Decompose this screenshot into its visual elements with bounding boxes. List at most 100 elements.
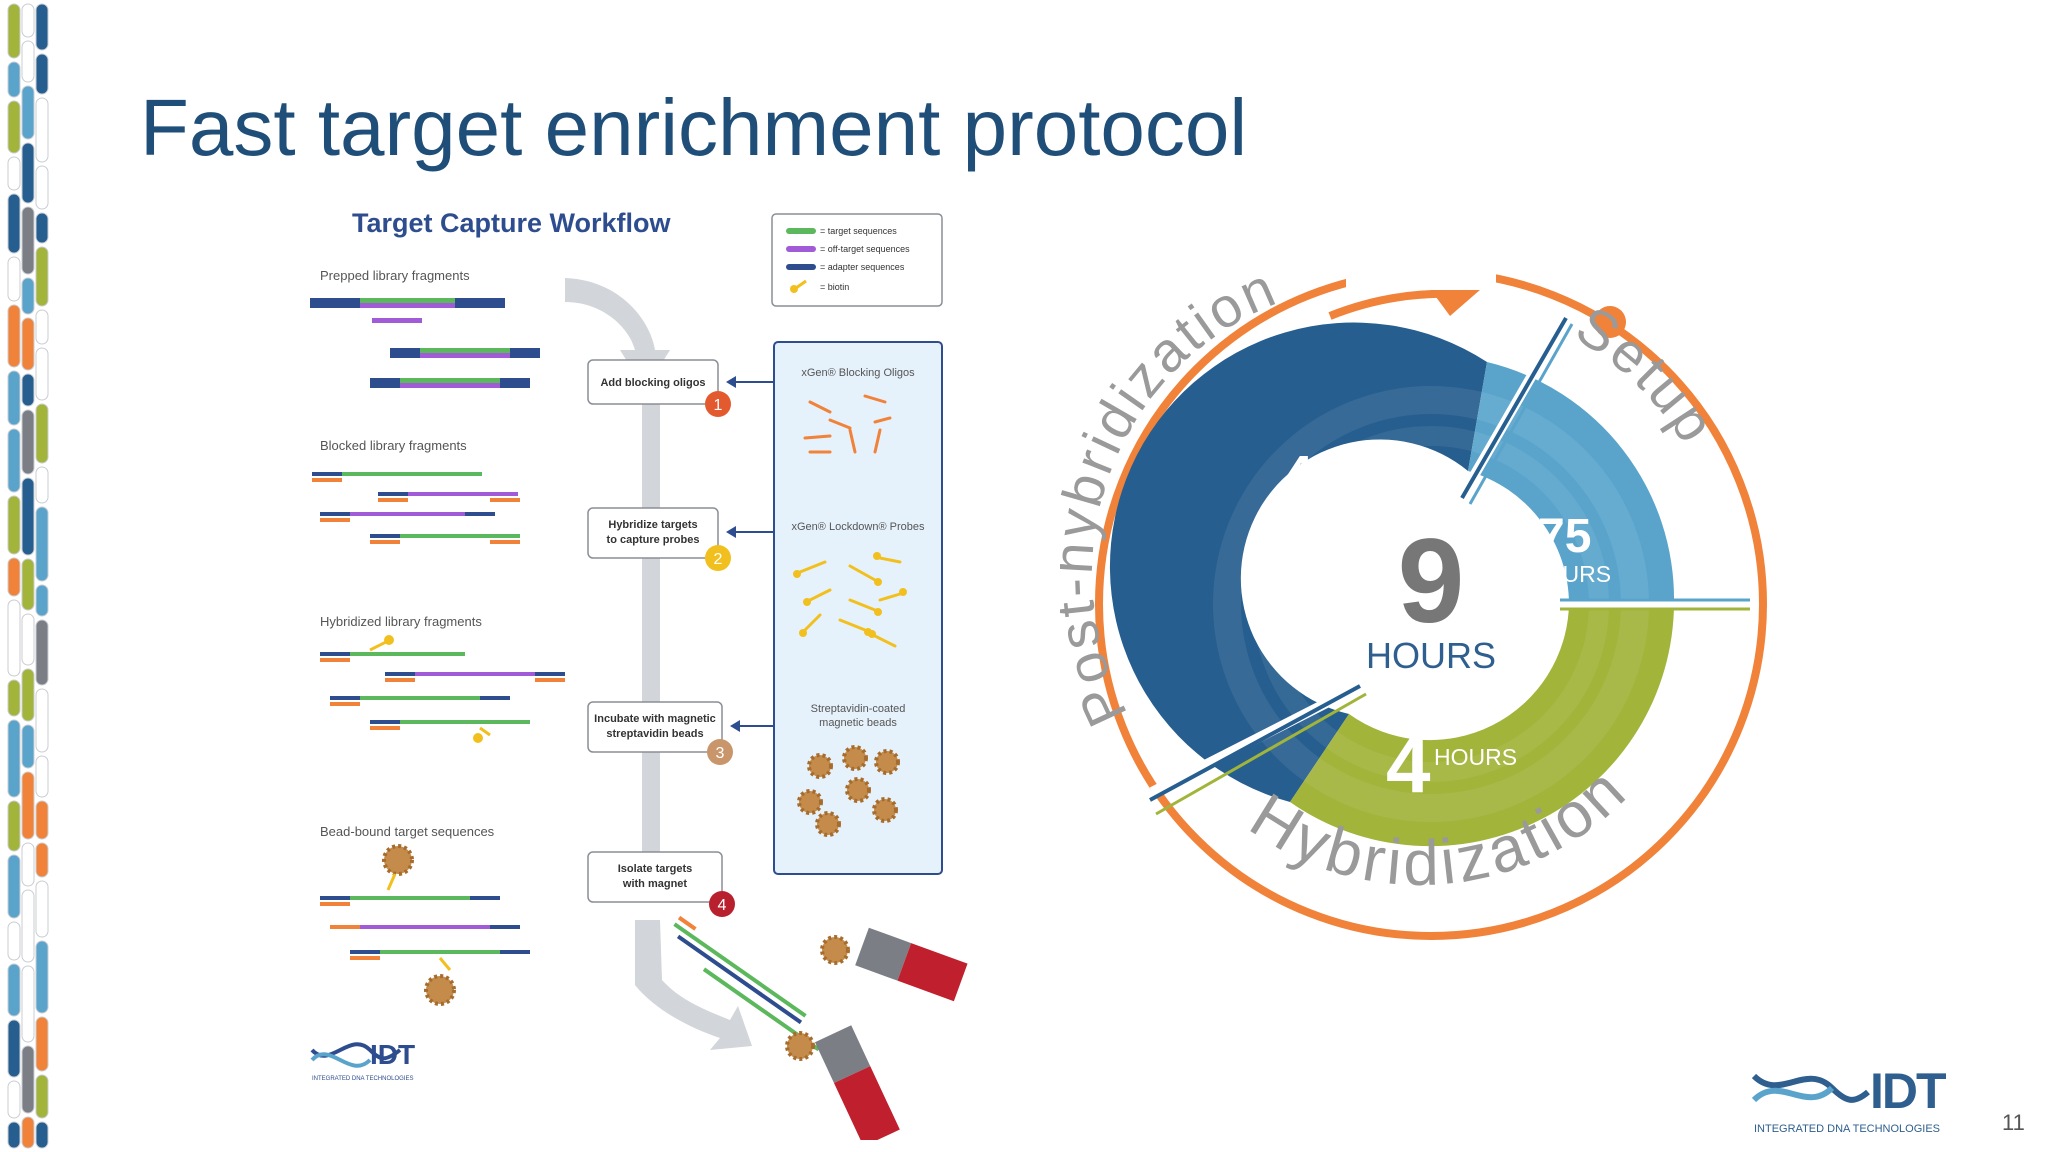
border-link (7, 800, 21, 852)
section-label-prepped: Prepped library fragments (320, 268, 470, 283)
post-hybridization-unit: HOURS (1276, 503, 1359, 529)
border-link (35, 800, 49, 840)
workflow-legend: = target sequences = off-target sequence… (771, 213, 943, 307)
purple-bar-icon (786, 246, 816, 252)
target-capture-workflow: Target Capture Workflow = target sequenc… (310, 208, 968, 1140)
border-link (7, 679, 21, 717)
step-3: Incubate with magnetic streptavidin bead… (587, 701, 733, 765)
total-hours-unit: HOURS (1366, 635, 1496, 676)
donut-center (1327, 500, 1535, 708)
step-3-badge (707, 739, 733, 765)
border-link (7, 256, 21, 302)
step-3-text-1: Incubate with magnetic (594, 713, 716, 725)
workflow-idt-logo: IDT INTEGRATED DNA TECHNOLOGIES (310, 1039, 415, 1082)
border-link (35, 880, 49, 938)
biotin-icon (790, 285, 798, 293)
idt-logo-subtext: INTEGRATED DNA TECHNOLOGIES (1754, 1123, 1940, 1135)
idt-logo: IDT INTEGRATED DNA TECHNOLOGIES (1751, 1063, 1948, 1135)
idt-logo-text: IDT (1870, 1063, 1946, 1119)
border-link (35, 403, 49, 464)
setup-value: 0.75 (1498, 510, 1591, 563)
border-link (35, 755, 49, 798)
setup-segment (1468, 362, 1675, 604)
border-link (35, 97, 49, 163)
border-link (35, 3, 49, 51)
border-link (21, 277, 35, 315)
border-link (35, 246, 49, 307)
page-number: 11 (2002, 1110, 2025, 1135)
border-link (35, 584, 49, 617)
section-label-hybridized: Hybridized library fragments (320, 614, 482, 629)
legend-biotin: = biotin (820, 282, 849, 292)
reagent-lockdown-probes: xGen® Lockdown® Probes (792, 521, 925, 533)
border-link (7, 428, 21, 493)
post-hybridization-segment (1109, 322, 1487, 802)
border-link (35, 165, 49, 210)
step-2-number: 2 (714, 551, 723, 568)
border-link (21, 724, 35, 769)
step-3-number: 3 (716, 745, 725, 762)
border-link (7, 100, 21, 154)
step-4-text-2: with magnet (622, 878, 688, 890)
hybridized-fragments (320, 635, 565, 743)
border-link (21, 842, 35, 887)
border-link (21, 409, 35, 475)
reagent-blocking-oligos: xGen® Blocking Oligos (801, 367, 915, 379)
border-link (21, 3, 35, 38)
border-link (35, 940, 49, 1014)
magnetic-bead-icons (797, 745, 900, 837)
border-link (7, 963, 21, 1017)
border-link (21, 1116, 35, 1149)
section-label-bead-bound: Bead-bound target sequences (320, 824, 495, 839)
border-link (21, 373, 35, 407)
border-link (21, 668, 35, 722)
border-link (7, 557, 21, 597)
border-link (7, 156, 21, 191)
workflow-logo-subtext: INTEGRATED DNA TECHNOLOGIES (312, 1076, 413, 1082)
border-link (35, 506, 49, 582)
step-4: Isolate targets with magnet 4 (587, 851, 735, 917)
reagent-panel: xGen® Blocking Oligos xGen® Lockdown® Pr… (726, 341, 943, 875)
prepped-fragments (310, 298, 540, 388)
legend-off-target: = off-target sequences (820, 244, 910, 254)
setup-unit: HOURS (1528, 561, 1611, 587)
border-link (21, 206, 35, 275)
border-link (7, 193, 21, 254)
border-link (7, 1019, 21, 1078)
blocked-fragments (312, 472, 520, 544)
workflow-logo-text: IDT (370, 1039, 415, 1070)
border-link (7, 3, 21, 59)
border-link (7, 921, 21, 961)
step-2-text-1: Hybridize targets (608, 519, 697, 531)
border-link (21, 477, 35, 556)
total-hours-value: 9 (1398, 514, 1465, 648)
decorative-left-border (7, 3, 49, 1149)
border-link (35, 1121, 49, 1149)
green-bar-icon (786, 228, 816, 234)
border-link (7, 495, 21, 555)
border-link (21, 889, 35, 963)
step-2-badge (705, 545, 731, 571)
border-link (35, 212, 49, 244)
step-3-text-2: streptavidin beads (606, 728, 703, 740)
step-1: Add blocking oligos 1 (587, 359, 731, 417)
border-link (21, 85, 35, 140)
border-link (35, 688, 49, 753)
border-link (7, 370, 21, 426)
border-link (35, 53, 49, 95)
post-hybridization-value: 4.25 (1284, 446, 1385, 504)
border-link (21, 613, 35, 666)
section-label-blocked: Blocked library fragments (320, 438, 467, 453)
border-link (7, 719, 21, 798)
border-link (35, 1074, 49, 1119)
step-1-text: Add blocking oligos (600, 377, 705, 389)
cycle-start-dot (1594, 306, 1626, 338)
hybridization-unit: HOURS (1434, 744, 1517, 770)
legend-adapter: = adapter sequences (820, 262, 905, 272)
slide-title: Fast target enrichment protocol (140, 83, 1248, 172)
step-1-badge (705, 391, 731, 417)
border-link (21, 317, 35, 371)
border-link (35, 347, 49, 401)
step-2-text-2: to capture probes (607, 534, 700, 546)
probe-icons (798, 556, 902, 648)
